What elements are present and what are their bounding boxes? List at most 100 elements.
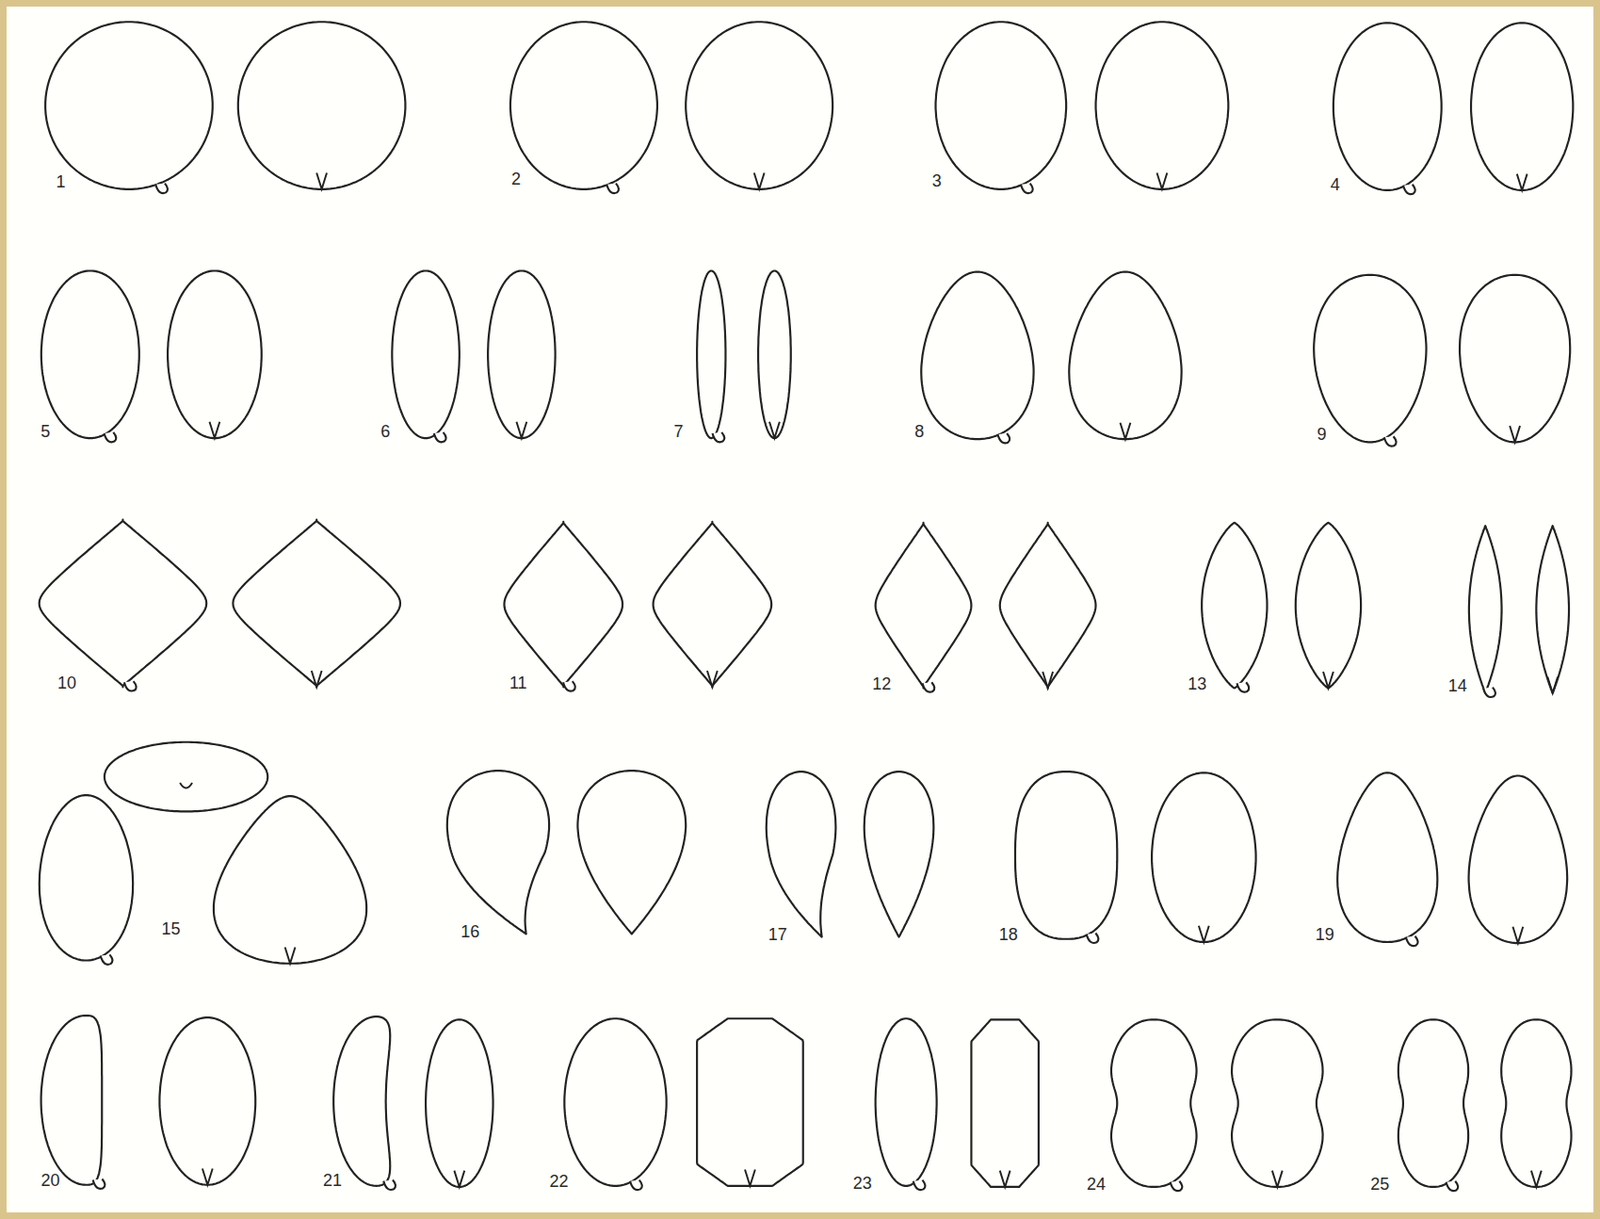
hilum-hook — [712, 432, 726, 442]
hilum-mark — [179, 782, 193, 788]
seed-outline — [875, 1018, 938, 1186]
seed-outline — [167, 270, 262, 438]
figure-number: 24 — [1085, 1175, 1107, 1193]
figure-number: 17 — [767, 925, 789, 943]
seed-outline — [487, 270, 555, 438]
seed-outline — [1398, 1018, 1469, 1187]
seed-outline — [970, 1018, 1038, 1187]
figure-number: 15 — [161, 920, 182, 938]
hilum-hook — [1446, 1180, 1459, 1191]
seed-outline — [1459, 274, 1570, 443]
seed-outline — [232, 519, 401, 688]
hilum-hook — [100, 953, 114, 964]
seed-outline — [685, 21, 833, 190]
seed-outline — [1015, 771, 1117, 939]
seed-outline — [758, 270, 792, 438]
notch-mark — [1517, 174, 1528, 191]
figure-number: 1 — [54, 173, 66, 191]
figure-number: 3 — [931, 172, 943, 190]
figure-number: 23 — [852, 1174, 873, 1192]
seed-outline — [864, 771, 935, 937]
notch-mark — [285, 946, 296, 963]
notch-mark — [744, 1169, 756, 1186]
figure-number: 6 — [379, 422, 391, 440]
hilum-hook — [922, 681, 936, 692]
notch-mark — [209, 421, 220, 438]
seed-outline — [921, 272, 1034, 440]
notch-mark — [311, 670, 323, 687]
hilum-hook — [630, 1179, 643, 1190]
seed-outline — [333, 1016, 390, 1186]
notch-mark — [707, 670, 718, 687]
seed-outline — [1470, 22, 1573, 191]
figure-number: 22 — [549, 1172, 570, 1190]
notch-mark — [1509, 425, 1520, 442]
seed-outline — [1337, 772, 1438, 942]
seed-outline — [39, 519, 208, 688]
hilum-hook — [997, 433, 1010, 443]
notch-mark — [1323, 671, 1334, 688]
figure-number: 7 — [672, 422, 684, 440]
notch-mark — [1120, 422, 1132, 439]
figure-number: 10 — [56, 674, 78, 692]
figure-number: 25 — [1369, 1175, 1390, 1193]
notch-mark — [1157, 173, 1168, 190]
seed-outline — [1111, 1018, 1197, 1187]
hilum-hook — [1483, 687, 1496, 697]
hilum-hook — [93, 1178, 106, 1188]
seed-illustration — [6, 6, 1594, 1213]
seed-outline — [1068, 272, 1181, 440]
notch-mark — [453, 1170, 465, 1187]
notch-mark — [1042, 671, 1053, 688]
hilum-hook — [563, 680, 576, 691]
seed-outline — [1313, 274, 1426, 443]
figure-number: 14 — [1447, 677, 1469, 695]
figure-number: 9 — [1316, 425, 1328, 443]
notch-mark — [769, 421, 780, 438]
notch-mark — [1198, 925, 1210, 942]
hilum-hook — [434, 432, 447, 442]
seed-outline — [1295, 522, 1361, 688]
seed-outline — [1151, 772, 1256, 942]
figure-number: 4 — [1329, 176, 1342, 194]
figure-number: 8 — [913, 422, 925, 440]
seed-outline — [41, 270, 140, 438]
hilum-hook — [606, 183, 619, 194]
figure-number: 13 — [1186, 675, 1208, 693]
hilum-hook — [1020, 183, 1034, 194]
seed-outline — [1000, 522, 1097, 688]
hilum-hook — [155, 183, 168, 194]
seed-outline — [425, 1018, 493, 1187]
seed-outline — [510, 21, 658, 190]
hilum-hook — [1170, 1180, 1183, 1191]
notch-mark — [1547, 676, 1558, 693]
seed-outline — [1333, 22, 1442, 191]
seed-outline — [766, 771, 837, 937]
figure-number: 2 — [510, 170, 522, 188]
seed-outline — [1535, 525, 1569, 694]
hilum-hook — [1236, 681, 1249, 692]
notch-mark — [1000, 1170, 1011, 1187]
hilum-hook — [1086, 933, 1099, 943]
seed-outline — [503, 521, 623, 687]
seed-outline — [238, 21, 406, 190]
seed-outline — [41, 1015, 103, 1185]
hilum-hook — [913, 1179, 926, 1190]
notch-mark — [1272, 1170, 1283, 1187]
seed-outline — [39, 794, 133, 960]
figure-number: 12 — [871, 675, 892, 693]
seed-outline — [1096, 21, 1229, 190]
hilum-hook — [104, 432, 117, 442]
figure-number: 16 — [459, 922, 481, 940]
figure-number: 18 — [998, 925, 1019, 943]
seed-outline — [1501, 1018, 1571, 1187]
seed-outline — [1201, 522, 1267, 688]
seed-outline — [213, 795, 367, 964]
hilum-hook — [124, 680, 137, 691]
figure-number: 5 — [39, 422, 51, 440]
seed-outline — [875, 522, 972, 688]
figure-number: 21 — [322, 1171, 343, 1189]
seed-outline — [104, 742, 268, 812]
notch-mark — [754, 173, 765, 190]
